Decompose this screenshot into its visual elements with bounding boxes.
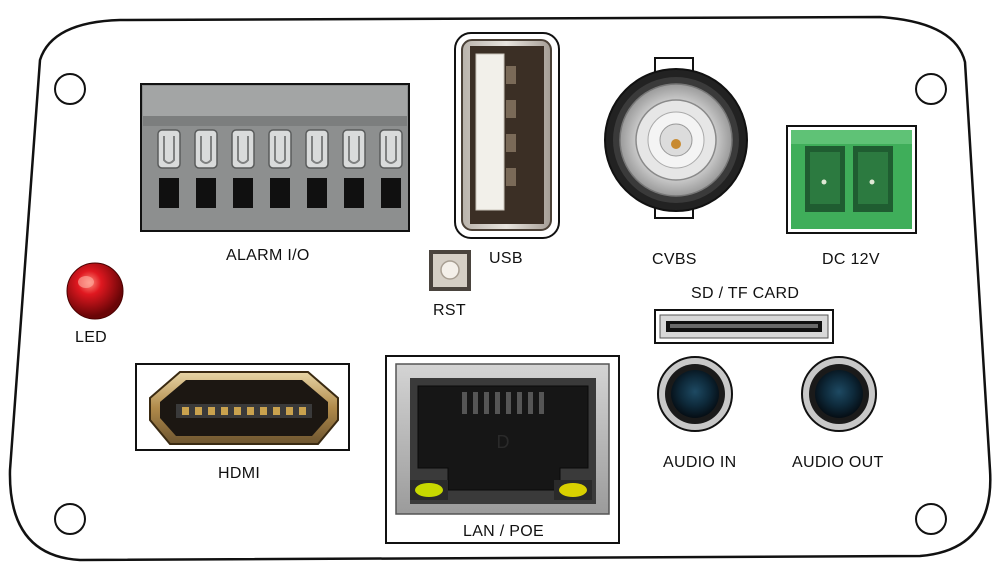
hdmi-pin bbox=[247, 407, 254, 415]
hdmi-label: HDMI bbox=[218, 465, 261, 482]
lan-link-led bbox=[415, 483, 443, 497]
dc-12v-power-terminal[interactable] bbox=[786, 125, 917, 234]
cvbs-label: CVBS bbox=[652, 251, 697, 268]
sd-card-label: SD / TF CARD bbox=[691, 285, 800, 302]
mounting-hole-top-left bbox=[54, 73, 86, 105]
hdmi-pin bbox=[273, 407, 280, 415]
sd-tf-card-slot[interactable] bbox=[654, 309, 834, 344]
alarm-io-terminal[interactable] bbox=[140, 83, 410, 232]
hdmi-pin bbox=[221, 407, 228, 415]
usb-port[interactable] bbox=[454, 32, 560, 239]
alarm-terminal-pin bbox=[194, 129, 218, 208]
hdmi-pin bbox=[299, 407, 306, 415]
dc-12v-label: DC 12V bbox=[822, 251, 880, 268]
alarm-terminal-pin bbox=[379, 129, 403, 208]
lan-poe-label: LAN / POE bbox=[463, 523, 544, 540]
lan-poe-port[interactable]: D bbox=[385, 355, 620, 544]
hdmi-pin bbox=[182, 407, 189, 415]
alarm-io-label: ALARM I/O bbox=[226, 247, 310, 264]
audio-in-label: AUDIO IN bbox=[663, 454, 737, 471]
lan-pin bbox=[506, 392, 511, 414]
lan-pin bbox=[528, 392, 533, 414]
lan-pin bbox=[539, 392, 544, 414]
led-label: LED bbox=[75, 329, 108, 346]
usb-label: USB bbox=[489, 250, 523, 267]
hdmi-pin bbox=[195, 407, 202, 415]
audio-out-label: AUDIO OUT bbox=[792, 454, 884, 471]
alarm-terminal-pin bbox=[305, 129, 329, 208]
alarm-terminal-pin bbox=[268, 129, 292, 208]
hdmi-pin bbox=[260, 407, 267, 415]
alarm-terminal-pin bbox=[157, 129, 181, 208]
reset-button[interactable] bbox=[429, 250, 471, 291]
svg-text:D: D bbox=[497, 432, 510, 452]
mounting-hole-bottom-right bbox=[915, 503, 947, 535]
hdmi-port[interactable] bbox=[135, 363, 350, 451]
lan-pin bbox=[495, 392, 500, 414]
audio-out-jack[interactable] bbox=[801, 356, 877, 432]
mounting-hole-bottom-left bbox=[54, 503, 86, 535]
alarm-terminal-pin bbox=[231, 129, 255, 208]
hdmi-pin bbox=[234, 407, 241, 415]
audio-in-jack[interactable] bbox=[657, 356, 733, 432]
lan-pin bbox=[484, 392, 489, 414]
status-led bbox=[66, 262, 124, 320]
hdmi-pin bbox=[208, 407, 215, 415]
rst-label: RST bbox=[433, 302, 466, 319]
cvbs-bnc-connector[interactable] bbox=[604, 57, 748, 219]
lan-pin bbox=[473, 392, 478, 414]
alarm-terminal-pin bbox=[342, 129, 366, 208]
hdmi-pin bbox=[286, 407, 293, 415]
lan-pin bbox=[517, 392, 522, 414]
mounting-hole-top-right bbox=[915, 73, 947, 105]
lan-pin bbox=[462, 392, 467, 414]
lan-activity-led bbox=[559, 483, 587, 497]
